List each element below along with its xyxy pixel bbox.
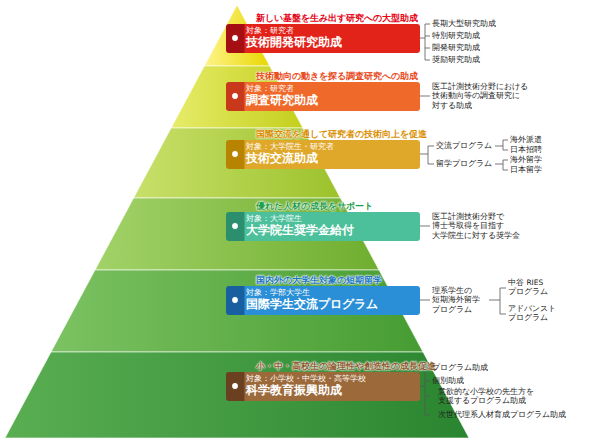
band-heading: 小・中・高校生の論理性や創造性の成長促進: [256, 360, 420, 372]
bracket: [495, 160, 508, 170]
band-heading: 新しい基盤を生み出す研究への大型助成: [256, 12, 420, 24]
list-item: 開発研究助成: [432, 43, 480, 52]
program-name: 技術交流助成: [246, 151, 414, 165]
list-item: 長期大型研究助成: [432, 19, 496, 28]
band-heading: 国際交流を通して研究者の技術向上を促進: [256, 128, 420, 140]
list-item: 特別研究助成: [432, 31, 480, 40]
program-box: 対象：大学院生・研究者技術交流助成: [226, 140, 420, 169]
list-item: 海外留学: [510, 156, 542, 165]
band-heading: 優れた人材の成長をサポート: [256, 200, 420, 212]
program-name: 技術開発研究助成: [246, 35, 414, 49]
program-box: 対象：学部大学生国際学生交流プログラム: [226, 286, 420, 315]
list-item: プログラム助成: [432, 363, 488, 372]
pyramid-layer: [5, 352, 469, 438]
program-box: 対象：小学校・中学校・高等学校科学教育振興助成: [226, 372, 420, 401]
program-band: 小・中・高校生の論理性や創造性の成長促進対象：小学校・中学校・高等学校科学教育振…: [226, 360, 420, 401]
list-item: 医工計測技術分野で 博士号取得を目指す 大学院生に対する奨学金: [432, 212, 528, 240]
list-item: 理系学生の 短期海外留学 プログラム: [432, 286, 486, 314]
target-text: 対象：小学校・中学校・高等学校: [246, 375, 414, 383]
marker-dot: [232, 151, 239, 158]
program-name: 国際学生交流プログラム: [246, 297, 414, 311]
list-item: 留学プログラム: [436, 159, 492, 168]
target-text: 対象：大学院生・研究者: [246, 143, 414, 151]
target-text: 対象：研究者: [246, 27, 414, 35]
program-box: 対象：研究者技術開発研究助成: [226, 24, 420, 53]
pyramid-layers: [5, 5, 469, 438]
program-box: 対象：大学院生大学院生奨学金給付: [226, 212, 420, 241]
target-text: 対象：学部大学生: [246, 289, 414, 297]
program-band: 国際交流を通して研究者の技術向上を促進対象：大学院生・研究者技術交流助成: [226, 128, 420, 169]
marker-dot: [232, 297, 239, 304]
marker-dot: [232, 93, 239, 100]
list-item: 日本留学: [510, 166, 542, 175]
list-item: アドバンスト プログラム: [508, 305, 560, 322]
program-name: 大学院生奨学金給付: [246, 223, 414, 237]
band-heading: 技術動向の動きを探る調査研究への助成: [256, 70, 420, 82]
list-item: 奨励研究助成: [432, 55, 480, 64]
list-item: 医工計測技術分野における 技術動向等の調査研究に 対する助成: [432, 82, 536, 110]
program-band: 新しい基盤を生み出す研究への大型助成対象：研究者技術開発研究助成: [226, 12, 420, 53]
program-band: 技術動向の動きを探る調査研究への助成対象：研究者調査研究助成: [226, 70, 420, 111]
list-item: 日本招聘: [510, 146, 542, 155]
program-band: 優れた人材の成長をサポート対象：大学院生大学院生奨学金給付: [226, 200, 420, 241]
target-text: 対象：研究者: [246, 85, 414, 93]
list-item: 海外派遣: [510, 136, 542, 145]
pyramid-layer: [51, 270, 423, 352]
bracket: [489, 288, 506, 314]
list-item: 個別助成: [432, 376, 464, 385]
marker-dot: [232, 35, 239, 42]
program-name: 科学教育振興助成: [246, 383, 414, 397]
list-item: 意欲的な小学校の先生方を 支援するプログラム助成: [438, 387, 542, 405]
marker-dot: [232, 383, 239, 390]
list-item: 次世代理系人材育成プログラム助成: [438, 410, 566, 419]
target-text: 対象：大学院生: [246, 215, 414, 223]
program-band: 国内外の大学生対象の短期留学対象：学部大学生国際学生交流プログラム: [226, 274, 420, 315]
program-name: 調査研究助成: [246, 93, 414, 107]
program-box: 対象：研究者調査研究助成: [226, 82, 420, 111]
list-item: 中谷 RIES プログラム: [508, 279, 558, 296]
list-item: 交流プログラム: [436, 141, 492, 150]
band-heading: 国内外の大学生対象の短期留学: [256, 274, 420, 286]
marker-dot: [232, 223, 239, 230]
bracket: [495, 140, 508, 150]
